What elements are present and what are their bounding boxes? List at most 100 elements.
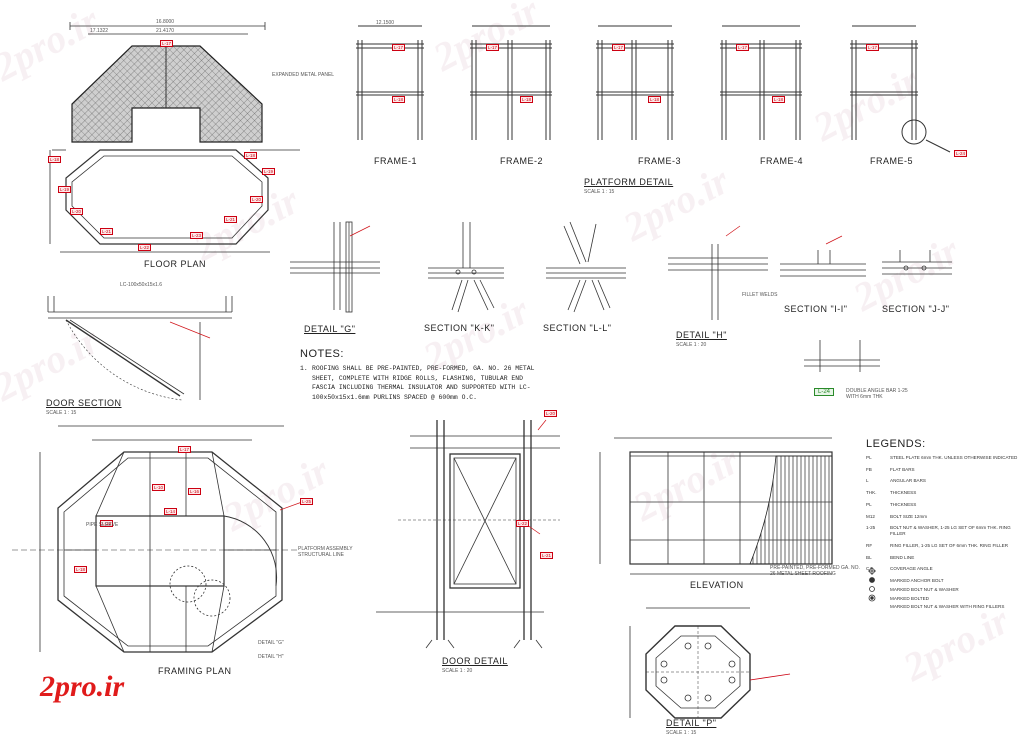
legend-key: L (866, 478, 869, 484)
member-tag: L-17 (178, 446, 192, 453)
legend-row: FB FLAT BARS (866, 467, 1024, 473)
legend-value: FLAT BARS (890, 466, 915, 472)
legend-key (866, 587, 890, 593)
member-tag: L-18 (74, 566, 88, 573)
detail-g-callout: DETAIL "G" (258, 640, 284, 646)
legend-key: CA (866, 566, 873, 572)
legend-key (866, 578, 890, 584)
legend-heading: LEGENDS: (866, 438, 926, 450)
member-tag: L-17 (736, 44, 750, 51)
member-tag: L-18 (520, 96, 534, 103)
legend-value: BOLT SIZE 12mm (890, 513, 928, 519)
legend-value: THICKNESS (890, 490, 917, 496)
member-tag: L-18 (648, 96, 662, 103)
member-tag: L-25 (300, 498, 314, 505)
member-tag: L-19 (262, 168, 276, 175)
note-number: 1. (300, 365, 308, 372)
legend-row: CA COVERAGE ANGLE (866, 566, 1024, 572)
member-tag: L-22 (138, 244, 152, 251)
legend-key: M12 (866, 513, 875, 519)
legend-value: ANGULAR BARS (890, 478, 926, 484)
legend-row: 1-25 BOLT NUT & WASHER, 1-25 LG SET OF 6m… (866, 525, 1024, 536)
frame-3-title: FRAME-3 (638, 156, 682, 166)
legend-value: BEND LINE (890, 554, 915, 560)
brand-logo: 2pro.ir (40, 670, 125, 703)
member-tag: L-19 (58, 186, 72, 193)
legend-value: RING FILLER, 1-25 LG SET OF 6mm THK. RIN… (890, 542, 1009, 548)
legend-key (866, 604, 890, 610)
member-tag: L-17 (866, 44, 880, 51)
member-tag: L-16 (188, 488, 202, 495)
dim-center: 21.4170 (156, 28, 175, 34)
floor-plan-drawing (49, 22, 300, 253)
door-section-drawing (47, 296, 233, 401)
member-tag: L-10 (152, 484, 166, 491)
detail-h-callout: DETAIL "H" (258, 654, 284, 660)
legend-value: MARKED ANCHOR BOLT (890, 578, 944, 584)
section-jj-title: SECTION "J-J" (882, 304, 950, 314)
legend-value: MARKED BOLT NUT & WASHER WITH RING FILLE… (890, 604, 1005, 610)
legend-row: BL BEND LINE (866, 555, 1024, 561)
legend-row: MARKED ANCHOR BOLT (866, 578, 1024, 584)
member-tag: L-23 (190, 232, 204, 239)
legend-row: M12 BOLT SIZE 12mm (866, 514, 1024, 520)
fillet-weld-note: FILLET WELDS (742, 292, 778, 298)
floor-plan-title: FLOOR PLAN (144, 259, 207, 269)
detail-g-title: DETAIL "G" (304, 324, 356, 334)
legend-key: PL (866, 501, 872, 507)
member-tag: L-21 (540, 552, 554, 559)
detail-p-title: DETAIL "P" (666, 718, 717, 728)
legend-key: FB (866, 466, 872, 472)
l24-label: L-24 (814, 388, 835, 396)
elevation-drawing (599, 437, 833, 575)
member-tag: L-18 (48, 156, 62, 163)
l24-note: DOUBLE ANGLE BAR 1-25 WITH 6mm THK (846, 388, 908, 400)
detail-p-scale: SCALE 1 : 15 (666, 730, 697, 736)
member-tag: L-19 (100, 520, 114, 527)
sheet-note: PRE-PAINTED, PRE-FORMED GA. NO. 26 METAL… (770, 565, 860, 577)
member-tag: L-18 (244, 152, 258, 159)
legend-value: COVERAGE ANGLE (890, 566, 933, 572)
door-section-scale: SCALE 1 : 15 (46, 410, 77, 416)
section-kk-title: SECTION "K-K" (424, 323, 495, 333)
platform-detail-title: PLATFORM DETAIL (584, 177, 674, 187)
legend-value: STEEL PLATE 6mm THK. UNLESS OTHERWISE IN… (890, 455, 1018, 460)
section-ii-title: SECTION "I-I" (784, 304, 848, 314)
frame-drawings (356, 25, 951, 153)
member-tag: L-22 (516, 520, 530, 527)
pipe-note: PIPE SLEEVE (86, 522, 119, 528)
legend-value: THICKNESS (890, 501, 917, 507)
section-ll-title: SECTION "L-L" (543, 323, 612, 333)
notes-heading: NOTES: (300, 348, 344, 360)
legend-row: MARKED BOLT NUT & WASHER (866, 587, 1024, 593)
frame-1-title: FRAME-1 (374, 156, 418, 166)
legend-key (866, 596, 890, 602)
legend-key: PL (866, 455, 872, 460)
member-tag: L-17 (160, 40, 174, 47)
member-tag: L-17 (612, 44, 626, 51)
detail-h-title: DETAIL "H" (676, 330, 727, 340)
note-item: 1. ROOFING SHALL BE PRE-PAINTED, PRE-FOR… (300, 364, 540, 402)
section-details (290, 221, 952, 372)
door-section-title: DOOR SECTION (46, 398, 122, 408)
legend-row: PL THICKNESS (866, 502, 1024, 508)
legend-value: BOLT NUT & WASHER, 1-25 LG SET OF 6mm TH… (890, 525, 1011, 537)
member-tag: L-20 (544, 410, 558, 417)
door-detail-drawing (376, 420, 560, 649)
member-tag: L-14 (164, 508, 178, 515)
legend-value: MARKED BOLT NUT & WASHER (890, 586, 959, 592)
detail-h-scale: SCALE 1 : 20 (676, 342, 707, 348)
member-tag: L-17 (486, 44, 500, 51)
legend-list: PL STEEL PLATE 6mm THK. UNLESS OTHERWISE … (866, 455, 1024, 616)
member-tag: L-20 (250, 196, 264, 203)
legend-key: BL (866, 554, 872, 560)
member-tag: L-18 (772, 96, 786, 103)
framing-plan-drawing (12, 425, 300, 653)
note-text: ROOFING SHALL BE PRE-PAINTED, PRE-FORMED… (312, 365, 535, 401)
frame-4-title: FRAME-4 (760, 156, 804, 166)
door-detail-scale: SCALE 1 : 20 (442, 668, 473, 674)
fence-note: EXPANDED METAL PANEL (272, 72, 335, 78)
legend-key: 1-25 (866, 525, 876, 531)
platform-detail-scale: SCALE 1 : 15 (584, 189, 615, 195)
